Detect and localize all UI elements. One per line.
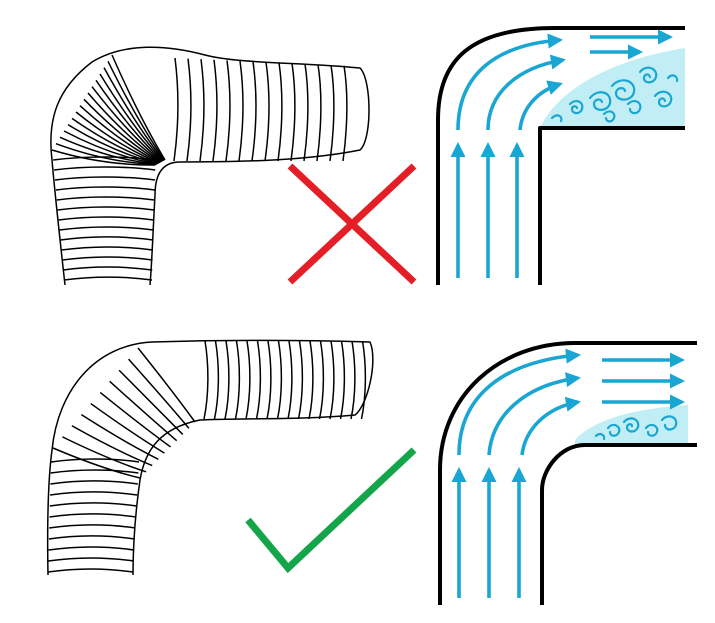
- hose-corrugation-ring: [87, 92, 162, 163]
- sharp-kinked-flex-hose: [50, 46, 370, 286]
- hose-corrugation-ring: [75, 111, 160, 164]
- turbulence-swirls: [594, 415, 678, 441]
- hose-corrugation-ring: [51, 149, 156, 166]
- hose-corrugation-ring: [59, 226, 154, 231]
- hose-corrugation-ring: [350, 340, 356, 420]
- hose-corrugation-ring: [225, 60, 231, 162]
- hose-corrugation-ring: [109, 380, 178, 442]
- turbulence-swirls: [550, 66, 679, 123]
- hose-corrugation-ring: [264, 62, 270, 162]
- hose-corrugation-ring: [203, 340, 209, 420]
- hose-corrugation-ring: [56, 196, 155, 201]
- hose-corrugation-ring: [118, 369, 184, 435]
- hose-corrugation-ring: [49, 491, 138, 496]
- sharp-elbow-duct: [436, 26, 685, 285]
- hose-corrugation-ring: [67, 124, 158, 165]
- hose-corrugation-ring: [83, 98, 161, 163]
- hose-corrugation-ring: [62, 256, 153, 261]
- hose-corrugation-ring: [90, 402, 165, 454]
- hose-corrugation-ring: [103, 67, 165, 162]
- hose-corrugation-ring: [287, 340, 293, 420]
- hose-corrugation-ring: [329, 340, 335, 420]
- hose-corrugation-ring: [255, 340, 262, 420]
- hose-corrugation-ring: [213, 340, 220, 420]
- hose-corrugation-ring: [224, 340, 230, 420]
- hose-corrugation-ring: [61, 246, 153, 251]
- gradual-bend-flex-hose: [46, 339, 374, 576]
- hose-corrugation-ring: [99, 391, 171, 448]
- hose-corrugation-ring: [303, 63, 309, 162]
- hose-corrugation-ring: [251, 61, 257, 162]
- hose-corrugation-ring: [245, 340, 251, 420]
- hose-corrugation-ring: [342, 65, 348, 162]
- hose-corrugation-ring: [91, 86, 163, 163]
- hose-corrugation-ring: [49, 502, 137, 507]
- hose-corrugation-ring: [297, 340, 304, 420]
- hose-corrugation-ring: [137, 347, 196, 423]
- hose-corrugation-ring: [95, 79, 163, 162]
- hose-corrugation-ring: [60, 236, 154, 241]
- hose-corrugation-ring: [329, 65, 335, 162]
- hose-corrugation-ring: [54, 166, 156, 171]
- hose-corrugation-ring: [50, 480, 138, 485]
- hose-corrugation-ring: [290, 63, 296, 162]
- hose-corrugation-ring: [48, 535, 135, 540]
- hose-corrugation-ring: [49, 524, 136, 529]
- hose-corrugation-ring: [71, 425, 153, 467]
- hose-corrugation-ring: [238, 60, 244, 162]
- hose-corrugation-ring: [316, 64, 322, 162]
- hose-corrugation-ring: [360, 340, 367, 420]
- hose-corrugation-ring: [54, 176, 156, 181]
- gradual-bend-duct: [438, 341, 697, 605]
- hose-corrugation-ring: [127, 358, 190, 429]
- hose-corrugation-ring: [107, 61, 165, 161]
- hose-corrugation-ring: [59, 136, 157, 166]
- hose-corrugation-ring: [55, 186, 155, 191]
- hose-corrugation-ring: [71, 117, 159, 165]
- hose-corrugation-ring: [339, 340, 346, 420]
- hose-corrugation-ring: [276, 340, 283, 420]
- hose-corrugation-ring: [49, 513, 137, 518]
- airflow-arrows: [450, 29, 674, 278]
- hose-corrugation-ring: [50, 458, 140, 463]
- hose-corrugation-ring: [63, 276, 153, 281]
- hose-corrugation-ring: [79, 105, 161, 164]
- hose-corrugation-ring: [48, 546, 135, 551]
- hose-corrugation-ring: [47, 568, 134, 573]
- hose-corrugation-ring: [266, 340, 272, 420]
- hose-corrugation-ring: [234, 340, 241, 420]
- duct-walls: [438, 341, 697, 605]
- hose-corrugation-ring: [80, 414, 159, 461]
- duct-walls: [436, 26, 685, 285]
- hose-corrugation-ring: [52, 447, 141, 479]
- hose-corrugation-ring: [63, 266, 153, 271]
- hose-corrugation-ring: [99, 73, 164, 162]
- hose-corrugation-ring: [58, 216, 154, 221]
- hose-corrugation-ring: [62, 436, 147, 473]
- hose-corrugation-ring: [212, 59, 218, 162]
- hose-corrugation-ring: [57, 206, 155, 211]
- hose-corrugation-ring: [199, 59, 205, 162]
- airflow-arrows: [451, 348, 686, 598]
- hose-corrugation-ring: [277, 62, 283, 162]
- hose-corrugation-ring: [318, 340, 325, 420]
- hose-corrugation-ring: [173, 57, 179, 162]
- cross-icon: [287, 163, 417, 285]
- hose-corrugation-ring: [308, 340, 314, 420]
- hose-corrugation-ring: [63, 130, 158, 165]
- check-icon: [245, 447, 417, 574]
- hose-corrugation-ring: [55, 142, 156, 166]
- hose-corrugation-ring: [111, 54, 166, 161]
- hose-corrugation-ring: [50, 469, 139, 474]
- hose-corrugation-ring: [48, 557, 134, 562]
- hose-corrugation-ring: [186, 58, 192, 162]
